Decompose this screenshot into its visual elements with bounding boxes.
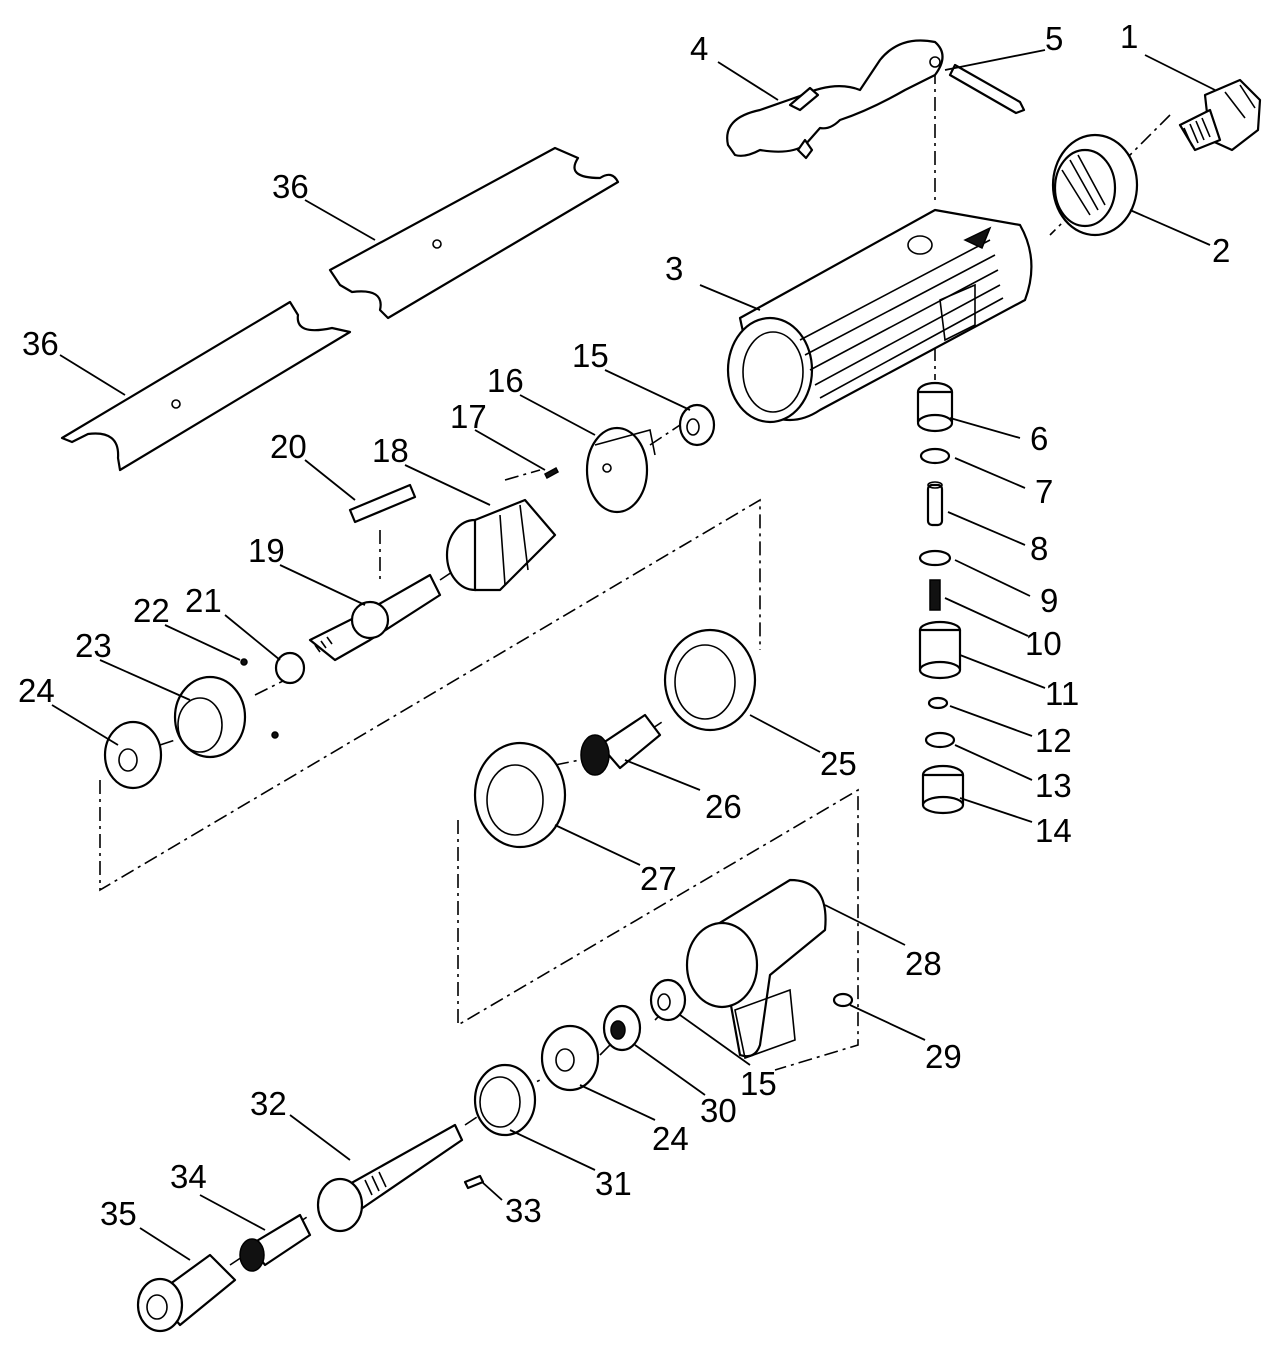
angle-head-housing xyxy=(685,878,827,1060)
callout-19: 19 xyxy=(248,532,285,569)
o-ring-9 xyxy=(918,549,952,567)
callout-34: 34 xyxy=(170,1158,207,1195)
rotor-blade xyxy=(348,483,417,524)
callout-6: 6 xyxy=(1030,420,1048,457)
valve-stem xyxy=(926,481,944,527)
retaining-ring-25 xyxy=(663,628,757,732)
callout-4: 4 xyxy=(690,30,708,67)
lock-nut-27 xyxy=(473,741,567,849)
callout-36-upper: 36 xyxy=(272,168,309,205)
spanner-wrench-lower xyxy=(60,300,352,472)
bevel-gear-26 xyxy=(580,713,662,776)
callout-11: 11 xyxy=(1045,675,1079,712)
callout-9: 9 xyxy=(1040,582,1058,619)
bearing-retainer-31 xyxy=(473,1063,537,1137)
key-33 xyxy=(463,1174,485,1190)
callout-7: 7 xyxy=(1035,473,1053,510)
rear-end-plate xyxy=(585,426,656,514)
pin-22 xyxy=(240,658,279,739)
rotor xyxy=(308,573,442,662)
pivot-pin xyxy=(948,63,1026,115)
o-ring-7 xyxy=(919,447,951,465)
valve-spring xyxy=(929,579,941,611)
roll-pin-17 xyxy=(544,466,559,480)
callout-36-lower: 36 xyxy=(22,325,59,362)
throttle-lever xyxy=(726,39,944,160)
callout-17: 17 xyxy=(450,398,487,435)
bevel-gear-30 xyxy=(602,1004,642,1052)
callout-33: 33 xyxy=(505,1192,542,1229)
callout-20: 20 xyxy=(270,428,307,465)
callout-labels: 1 2 3 4 5 6 7 8 9 10 11 12 13 14 15 15 1… xyxy=(18,18,1230,1232)
spanner-wrench-upper xyxy=(328,146,620,320)
callout-24-left: 24 xyxy=(18,672,55,709)
air-inlet-fitting xyxy=(1178,78,1262,152)
callout-2: 2 xyxy=(1212,232,1230,269)
callout-32: 32 xyxy=(250,1085,287,1122)
callout-21: 21 xyxy=(185,582,222,619)
motor-housing xyxy=(726,208,1033,424)
valve-bushing xyxy=(916,381,954,433)
callout-29: 29 xyxy=(925,1038,962,1075)
callout-31: 31 xyxy=(595,1165,632,1202)
spacer-21 xyxy=(274,651,306,685)
valve-plug xyxy=(921,764,965,815)
bearing-15-upper xyxy=(678,403,716,447)
washer-13 xyxy=(924,731,956,749)
callout-3: 3 xyxy=(665,250,683,287)
callout-30: 30 xyxy=(700,1092,737,1129)
callout-13: 13 xyxy=(1035,767,1072,804)
rear-end-cap xyxy=(1051,133,1139,237)
callout-27: 27 xyxy=(640,860,677,897)
callout-18: 18 xyxy=(372,432,409,469)
callout-8: 8 xyxy=(1030,530,1048,567)
callout-1: 1 xyxy=(1120,18,1138,55)
callout-22: 22 xyxy=(133,592,170,629)
set-screw-29 xyxy=(832,992,854,1008)
bearing-15-lower xyxy=(649,978,687,1022)
callout-5: 5 xyxy=(1045,20,1063,57)
callout-24-lower: 24 xyxy=(652,1120,689,1157)
callout-15-upper: 15 xyxy=(572,337,609,374)
cylinder xyxy=(445,498,557,592)
spindle xyxy=(316,1123,464,1233)
o-ring-12 xyxy=(927,696,949,710)
valve-seat xyxy=(918,620,962,680)
callout-35: 35 xyxy=(100,1195,137,1232)
bearing-24-lower xyxy=(540,1024,600,1092)
collet xyxy=(239,1213,312,1272)
callout-25: 25 xyxy=(820,745,857,782)
callout-15-lower: 15 xyxy=(740,1065,777,1102)
callout-14: 14 xyxy=(1035,812,1072,849)
callout-23: 23 xyxy=(75,627,112,664)
front-end-plate xyxy=(173,675,247,759)
callout-26: 26 xyxy=(705,788,742,825)
callout-10: 10 xyxy=(1025,625,1062,662)
bearing-24-left xyxy=(103,720,163,790)
leader-lines xyxy=(51,49,1216,1261)
collet-nut xyxy=(136,1253,237,1333)
callout-28: 28 xyxy=(905,945,942,982)
callout-16: 16 xyxy=(487,362,524,399)
callout-12: 12 xyxy=(1035,722,1072,759)
